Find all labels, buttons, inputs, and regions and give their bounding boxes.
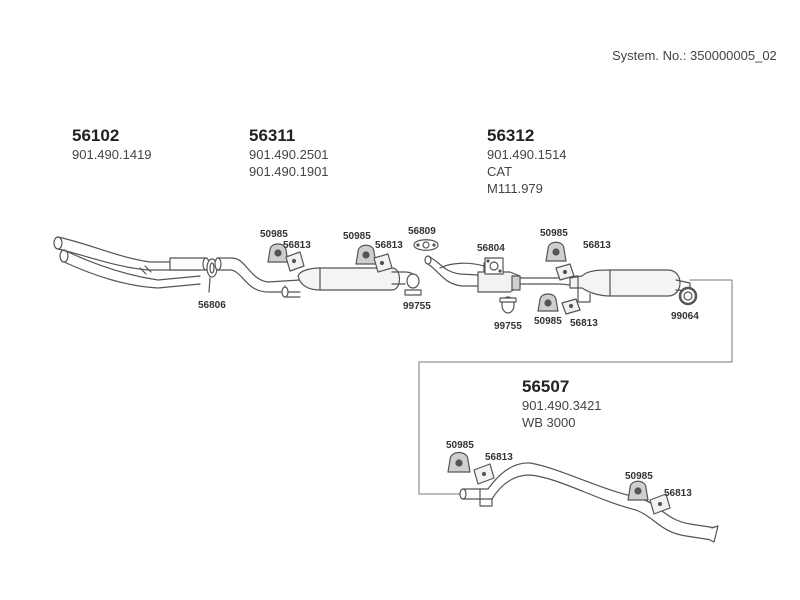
flange-gasket-56809 (413, 239, 439, 251)
label-50985-a: 50985 (260, 229, 288, 240)
group-part-number: 901.490.1419 (72, 147, 152, 162)
label-50985-e: 50985 (446, 440, 474, 451)
label-50985-b: 50985 (343, 231, 371, 242)
label-56806: 56806 (198, 300, 226, 311)
bracket-56813-d (561, 298, 581, 315)
connector-bracket (418, 279, 733, 495)
label-99755-b: 99755 (494, 321, 522, 332)
rubber-mount-50985-c (545, 241, 567, 262)
group-part-number: 901.490.2501 (249, 147, 329, 162)
group-part-number-2: 901.490.1901 (249, 164, 329, 179)
label-56813-d: 56813 (570, 318, 598, 329)
label-99064: 99064 (671, 311, 699, 322)
group-part-number: 901.490.1514 (487, 147, 567, 162)
rubber-mount-50985-e (447, 451, 471, 473)
bracket-56813-a (285, 251, 305, 272)
label-50985-d: 50985 (534, 316, 562, 327)
clamp-99755-a (404, 273, 422, 296)
clamp-99064 (678, 286, 698, 306)
rubber-mount-50985-f (627, 480, 649, 501)
bracket-56813-f (649, 493, 671, 515)
group-code: 56312 (487, 126, 535, 145)
middle-muffler-56311 (214, 257, 419, 298)
label-56813-c: 56813 (583, 240, 611, 251)
group-variant: WB 3000 (522, 415, 576, 430)
rubber-mount-50985-b (355, 244, 377, 265)
system-number: System. No.: 350000005_02 (612, 48, 777, 63)
group-engine: M111.979 (487, 181, 543, 196)
group-variant: CAT (487, 164, 513, 179)
group-part-number: 901.490.3421 (522, 398, 602, 413)
flange-56804 (484, 257, 504, 275)
bracket-56813-e (473, 463, 495, 485)
label-99755-a: 99755 (403, 301, 431, 312)
label-56804: 56804 (477, 243, 505, 254)
label-56813-e: 56813 (485, 452, 513, 463)
label-56813-b: 56813 (375, 240, 403, 251)
tail-pipe-56507 (459, 462, 719, 543)
rear-muffler-56312 (569, 269, 691, 303)
label-56813-f: 56813 (664, 488, 692, 499)
group-56507-heading: 56507 901.490.3421 WB 3000 (522, 377, 602, 431)
group-code: 56102 (72, 126, 120, 145)
label-50985-f: 50985 (625, 471, 653, 482)
front-pipe-56102 (53, 236, 210, 289)
bracket-56813-b (373, 253, 393, 273)
label-56809: 56809 (408, 226, 436, 237)
clamp-99755-b (499, 296, 517, 314)
group-code: 56507 (522, 377, 570, 396)
group-56102-heading: 56102 901.490.1419 (72, 126, 152, 163)
group-56311-heading: 56311 901.490.2501 901.490.1901 (249, 126, 329, 180)
group-56312-heading: 56312 901.490.1514 CAT M111.979 (487, 126, 567, 197)
group-code: 56311 (249, 126, 296, 145)
label-56813-a: 56813 (283, 240, 311, 251)
bracket-56813-c (555, 263, 575, 281)
rubber-mount-50985-d (537, 293, 559, 312)
label-50985-c: 50985 (540, 228, 568, 239)
